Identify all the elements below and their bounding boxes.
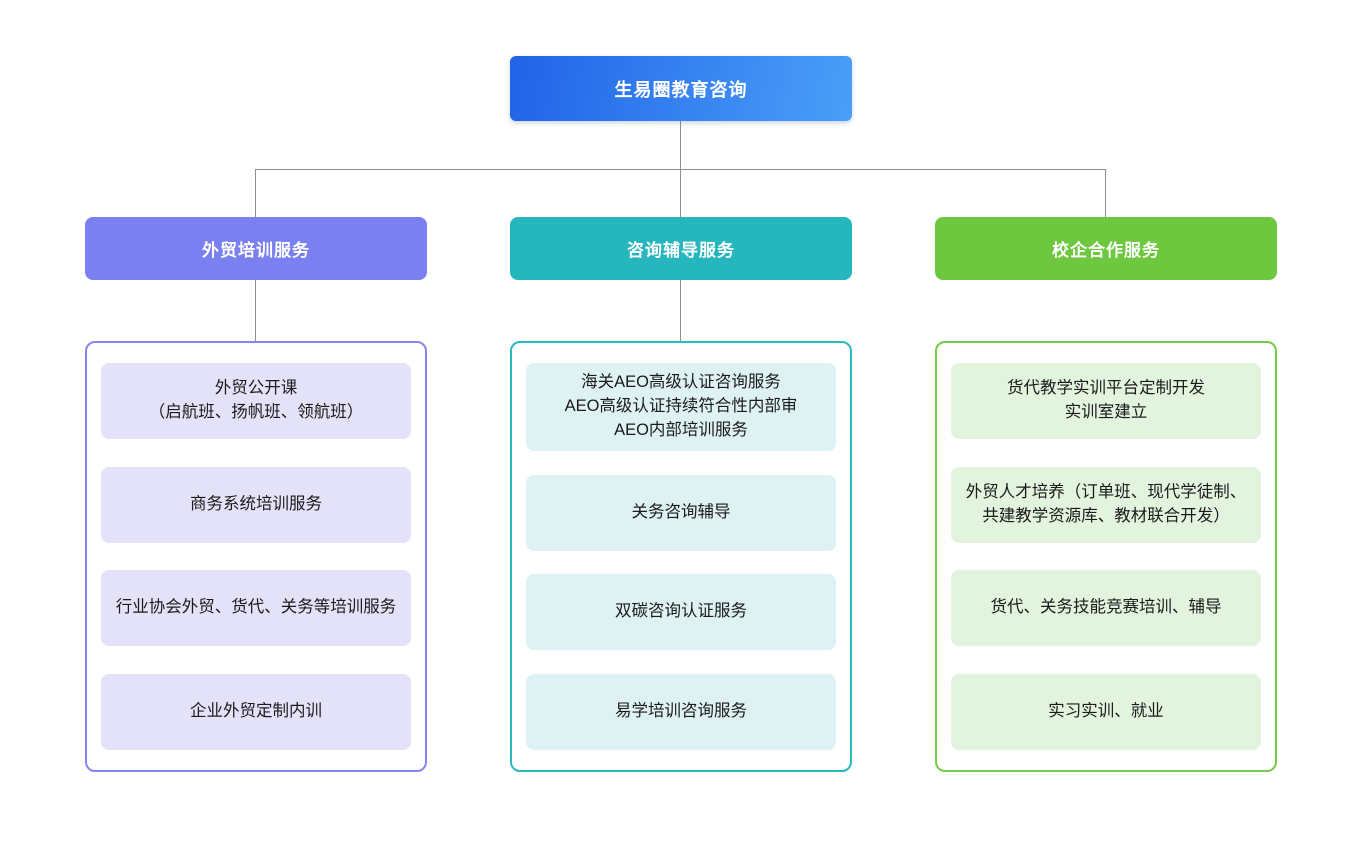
branch3-header[interactable]: 校企合作服务 [935, 217, 1277, 280]
connector-drop-branch3 [1105, 169, 1106, 217]
leaf-item[interactable]: 货代教学实训平台定制开发 实训室建立 [951, 363, 1261, 439]
connector-drop-branch1 [255, 169, 256, 217]
leaf-item[interactable]: 实习实训、就业 [951, 673, 1261, 750]
connector-root-stem [680, 121, 681, 169]
leaf-item[interactable]: 易学培训咨询服务 [526, 673, 836, 750]
connector-branch2-box [680, 280, 681, 341]
connector-drop-branch2 [680, 169, 681, 217]
leaf-item[interactable]: 关务咨询辅导 [526, 474, 836, 551]
leaf-item[interactable]: 商务系统培训服务 [101, 466, 411, 543]
branch1-header[interactable]: 外贸培训服务 [85, 217, 427, 280]
root-node[interactable]: 生易圈教育咨询 [510, 56, 852, 121]
branch1-box: 外贸公开课 （启航班、扬帆班、领航班） 商务系统培训服务 行业协会外贸、货代、关… [85, 341, 427, 772]
leaf-item[interactable]: 货代、关务技能竞赛培训、辅导 [951, 570, 1261, 647]
connector-branch1-box [255, 280, 256, 341]
branch2-box: 海关AEO高级认证咨询服务 AEO高级认证持续符合性内部审 AEO内部培训服务 … [510, 341, 852, 772]
branch2-header[interactable]: 咨询辅导服务 [510, 217, 852, 280]
leaf-item[interactable]: 行业协会外贸、货代、关务等培训服务 [101, 570, 411, 647]
leaf-item[interactable]: 外贸人才培养（订单班、现代学徒制、共建教学资源库、教材联合开发） [951, 466, 1261, 543]
leaf-item[interactable]: 企业外贸定制内训 [101, 673, 411, 750]
leaf-item[interactable]: 外贸公开课 （启航班、扬帆班、领航班） [101, 363, 411, 439]
branch3-box: 货代教学实训平台定制开发 实训室建立 外贸人才培养（订单班、现代学徒制、共建教学… [935, 341, 1277, 772]
leaf-item[interactable]: 双碳咨询认证服务 [526, 574, 836, 651]
leaf-item[interactable]: 海关AEO高级认证咨询服务 AEO高级认证持续符合性内部审 AEO内部培训服务 [526, 363, 836, 451]
